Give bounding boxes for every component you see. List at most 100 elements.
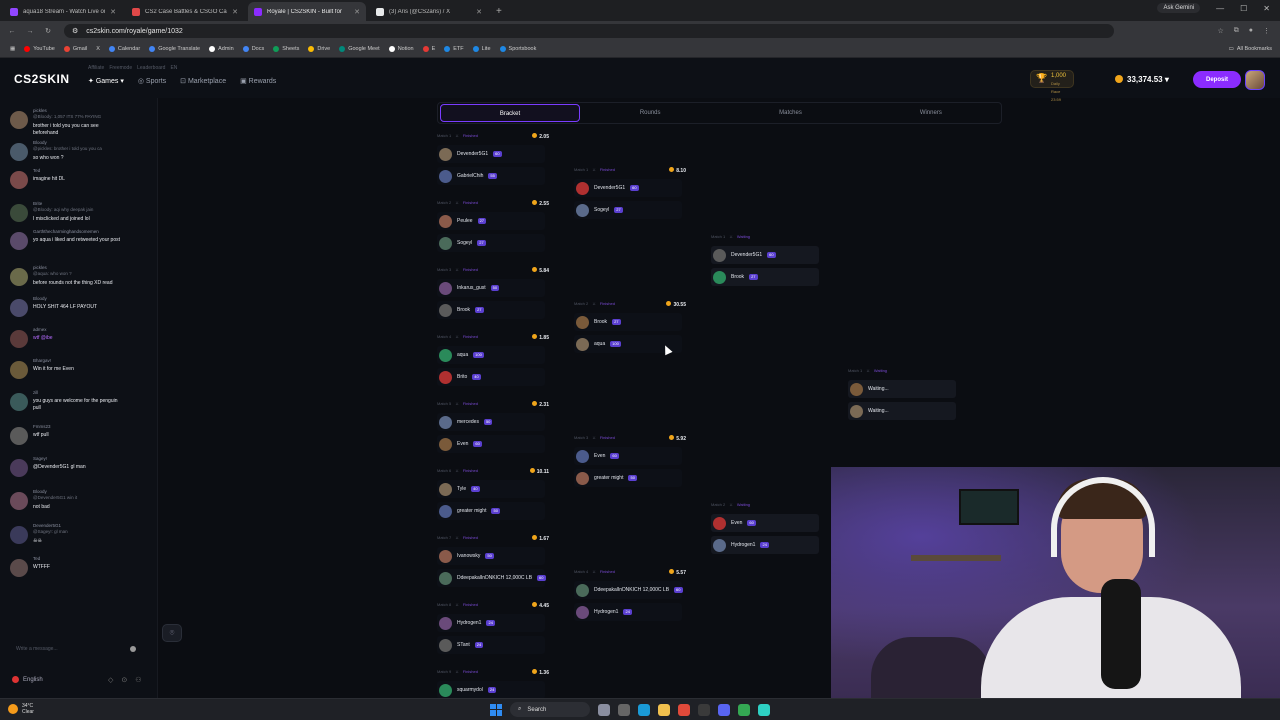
close-window-icon[interactable]: ✕ — [1263, 3, 1270, 13]
back-icon[interactable]: ← — [8, 27, 16, 35]
language-selector[interactable]: EN — [170, 65, 178, 71]
close-icon[interactable]: ✕ — [232, 8, 238, 16]
avatar[interactable] — [10, 526, 28, 544]
chat-username[interactable]: Bhargav! — [33, 358, 52, 363]
chrome-icon[interactable] — [738, 703, 750, 716]
chat-username[interactable]: zill — [33, 390, 39, 395]
daily-race-badge[interactable]: 🏆 1,000 Daily Race 23:59 — [1030, 70, 1074, 102]
bookmark-star-icon[interactable]: ☆ — [1217, 28, 1224, 35]
avatar[interactable] — [10, 111, 28, 129]
bookmark-item[interactable]: YouTube — [24, 46, 55, 52]
chat-username[interactable]: Bloody — [33, 140, 47, 145]
bookmark-item[interactable]: Docs — [242, 46, 264, 52]
bracket-player[interactable]: Waiting... — [848, 380, 956, 398]
avatar[interactable] — [10, 492, 28, 510]
avatar[interactable] — [10, 361, 28, 379]
avatar[interactable] — [1245, 70, 1265, 90]
profile-icon[interactable]: ● — [1248, 27, 1253, 34]
chat-username[interactable]: Brite — [33, 201, 43, 206]
explorer-icon[interactable] — [658, 703, 670, 716]
site-logo[interactable]: CS2SKIN — [14, 72, 70, 86]
bookmark-item[interactable]: Google Translate — [149, 46, 200, 52]
bookmark-item[interactable]: Admin — [209, 46, 234, 52]
bookmark-item[interactable]: Sheets — [273, 46, 299, 52]
maximize-icon[interactable]: ☐ — [1240, 3, 1248, 13]
windows-icon[interactable] — [490, 703, 502, 716]
avatar[interactable] — [10, 299, 28, 317]
reload-icon[interactable]: ↻ — [45, 28, 51, 35]
close-icon[interactable]: ✕ — [476, 8, 482, 16]
browser-tab[interactable]: (3) Aris (@CS2aris) / X✕ — [370, 2, 488, 21]
browser-tab[interactable]: CS2 Case Battles & CSGO Case✕ — [126, 2, 244, 21]
chat-username[interactable]: Ted — [33, 168, 41, 173]
avatar[interactable] — [10, 459, 28, 477]
bookmark-item[interactable]: ETF — [444, 46, 464, 52]
chat-language[interactable]: English — [12, 676, 43, 683]
widget-icon[interactable] — [598, 703, 610, 716]
chrome-icon[interactable] — [678, 703, 690, 716]
avatar[interactable] — [10, 268, 28, 286]
minimize-icon[interactable]: — — [1216, 3, 1225, 13]
subnav-affiliate[interactable]: Affiliate — [88, 65, 105, 71]
chat-username[interactable]: Bloody — [33, 296, 47, 301]
nav-rewards[interactable]: ▣ Rewards — [240, 78, 277, 85]
edge-icon[interactable] — [638, 703, 650, 716]
bookmark-item[interactable]: X — [96, 46, 100, 52]
chat-username[interactable]: Sagey! — [33, 456, 48, 461]
chat-username[interactable]: pickles — [33, 108, 47, 113]
bookmark-item[interactable]: Sportsbook — [499, 46, 536, 52]
subnav-leaderboard[interactable]: Leaderboard — [137, 65, 166, 71]
avatar[interactable] — [10, 559, 28, 577]
tab-matches[interactable]: Matches — [779, 110, 802, 116]
task-view-icon[interactable] — [618, 703, 630, 716]
bookmark-item[interactable]: Drive — [308, 46, 330, 52]
chat-username[interactable]: pickles — [33, 265, 47, 270]
nav-marketplace[interactable]: ⊡ Marketplace — [180, 78, 227, 85]
avatar[interactable] — [10, 143, 28, 161]
rules-icon[interactable]: ⊙ — [121, 677, 128, 684]
bookmark-item[interactable]: Lite — [472, 46, 491, 52]
collapse-chat-button[interactable]: ⌾ — [162, 624, 182, 642]
bookmark-item[interactable]: Calendar — [108, 46, 140, 52]
chat-input[interactable]: Write a message... — [10, 642, 146, 656]
deposit-button[interactable]: Deposit — [1193, 71, 1241, 88]
close-icon[interactable]: ✕ — [110, 8, 116, 16]
bookmark-item[interactable]: Gmail — [63, 46, 87, 52]
avatar[interactable] — [10, 427, 28, 445]
site-info-icon[interactable]: ⚙ — [72, 28, 79, 35]
subnav-freemode[interactable]: Freemode — [109, 65, 133, 71]
all-bookmarks[interactable]: ▭All Bookmarks — [1228, 46, 1272, 52]
balance[interactable]: 33,374.53 ▾ — [1115, 75, 1169, 84]
tab-winners[interactable]: Winners — [919, 110, 942, 116]
forward-icon[interactable]: → — [26, 27, 34, 35]
ask-gemini-button[interactable]: Ask Gemini — [1157, 3, 1201, 13]
browser-tab[interactable]: aqua18 Stream - Watch Live or✕ — [4, 2, 122, 21]
avatar[interactable] — [10, 171, 28, 189]
chat-username[interactable]: Devender5G1 — [33, 523, 62, 528]
nav-sports[interactable]: ◎ Sports — [137, 78, 167, 85]
bookmark-item[interactable]: E — [422, 46, 435, 52]
rain-icon[interactable]: ◇ — [108, 677, 114, 684]
new-tab-icon[interactable]: + — [496, 6, 502, 17]
